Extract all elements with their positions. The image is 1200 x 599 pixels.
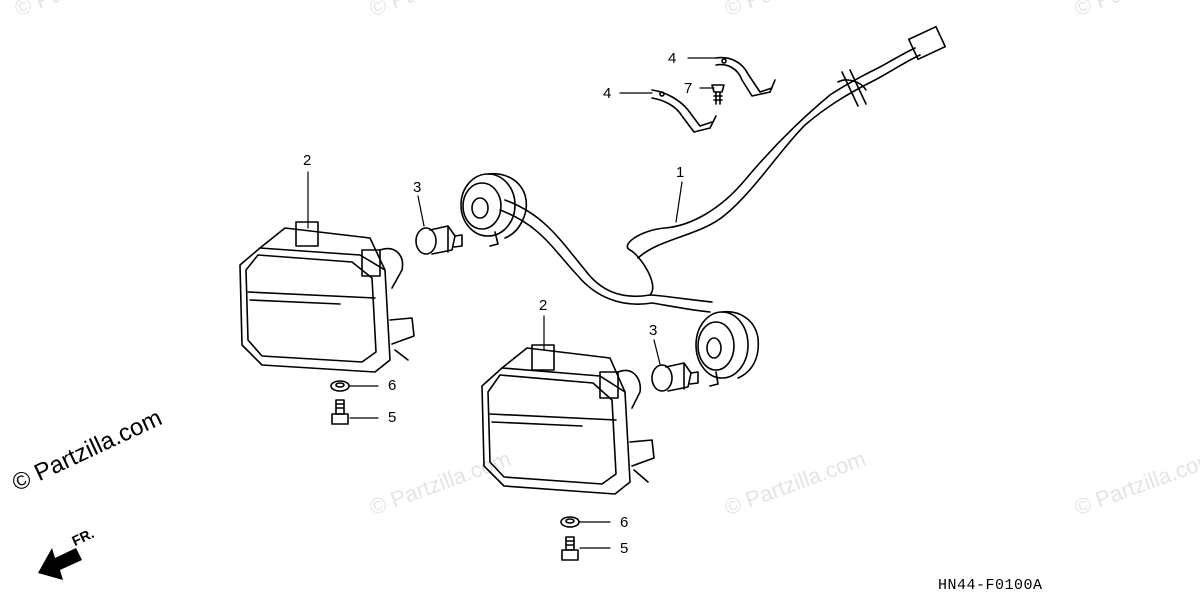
bolt-center [561,536,579,561]
callout-1[interactable]: 1 [676,164,685,181]
bulb-upper [415,225,463,255]
callout-6-center[interactable]: 6 [620,514,629,531]
wire-harness [499,25,947,313]
callout-4-upper[interactable]: 4 [668,50,677,67]
bracket-lower [651,89,717,133]
callout-5-left[interactable]: 5 [388,409,397,426]
grommet-center [560,516,580,528]
callout-6-left[interactable]: 6 [388,377,397,394]
callout-leaders [307,57,717,549]
front-arrow-icon [38,548,82,580]
callout-2-center[interactable]: 2 [539,297,548,314]
callout-3-upper[interactable]: 3 [413,179,422,196]
callout-7[interactable]: 7 [684,80,693,97]
headlight-center [481,344,655,495]
callout-3-lower[interactable]: 3 [649,322,658,339]
diagram-code: HN44-F0100A [938,577,1043,594]
bracket-upper [715,56,776,97]
bulb-socket-lower [695,311,760,387]
bulb-socket-upper [460,172,527,247]
bulb-lower [651,362,699,392]
headlight-left [239,221,415,373]
screw [711,84,725,105]
grommet-left [330,380,350,392]
callout-2-left[interactable]: 2 [303,152,312,169]
callout-5-center[interactable]: 5 [620,540,629,557]
bolt-left [331,399,349,425]
callout-4-lower[interactable]: 4 [603,85,612,102]
